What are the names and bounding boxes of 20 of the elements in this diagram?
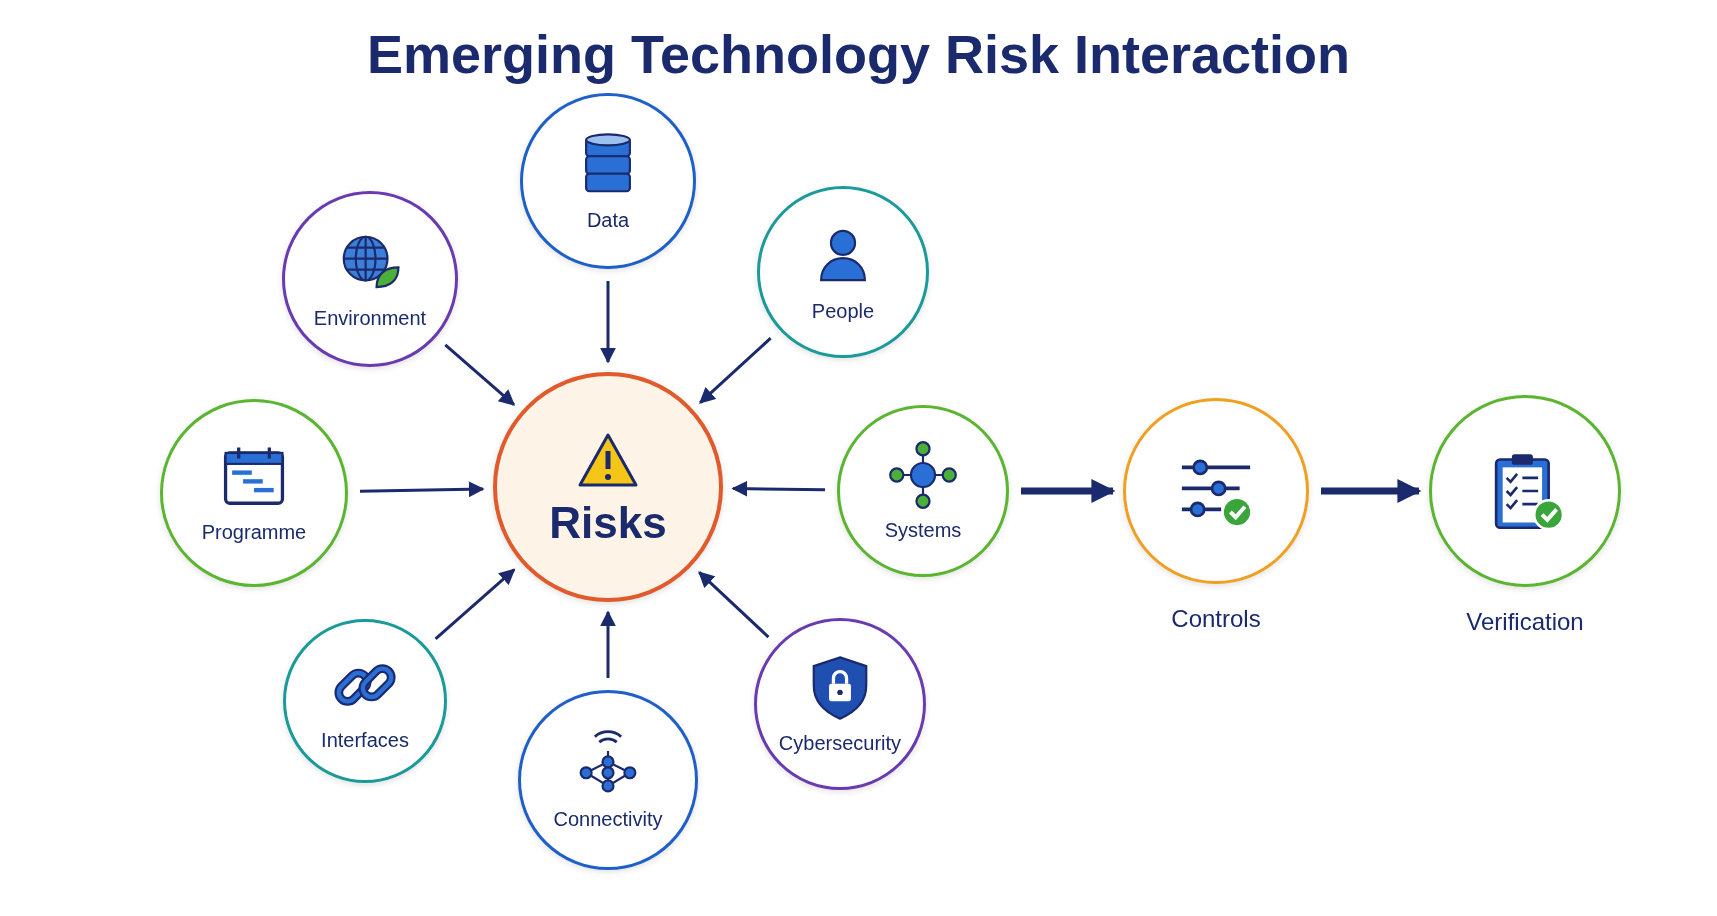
node-label: Cybersecurity [778, 730, 902, 756]
node-label: Systems [884, 517, 962, 543]
node-label: Environment [313, 305, 427, 331]
arrow [731, 480, 826, 497]
node-label: People [811, 298, 875, 324]
node-label: Interfaces [321, 727, 409, 753]
arrow [699, 337, 772, 404]
arrow [444, 343, 516, 406]
arrow [600, 610, 616, 678]
arrow [600, 281, 616, 364]
node-label: Data [586, 207, 630, 233]
node-label: Verification [1466, 607, 1584, 637]
arrow [698, 571, 770, 639]
node-label: Connectivity [553, 806, 663, 832]
arrow [359, 481, 485, 498]
node-label: Controls [1171, 604, 1261, 634]
arrow [434, 568, 516, 640]
diagram-title: Emerging Technology Risk Interaction [365, 23, 1352, 86]
node-label: Programme [201, 519, 307, 545]
node-label: Risks [549, 501, 667, 545]
